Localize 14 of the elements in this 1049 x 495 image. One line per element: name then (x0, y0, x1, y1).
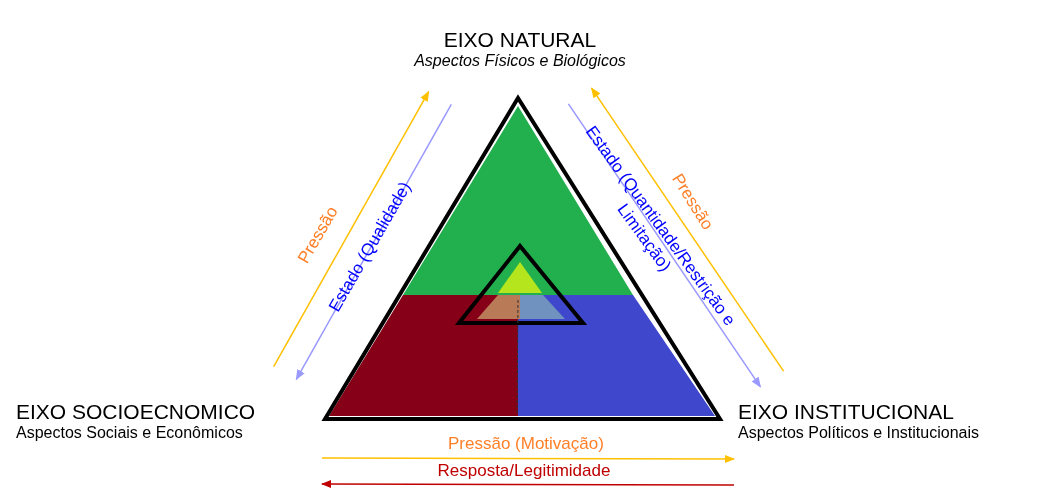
edge-label: Resposta/Legitimidade (437, 461, 611, 481)
axis-subtitle: Aspectos Políticos e Institucionais (738, 424, 980, 442)
arrow (295, 103, 453, 381)
axis-title: EIXO INSTITUCIONAL (738, 400, 955, 424)
axis-title: EIXO NATURAL (442, 28, 598, 52)
arrow (321, 454, 736, 464)
axis-subtitle: Aspectos Sociais e Econômicos (16, 424, 244, 442)
axis-title: EIXO SOCIOECNOMICO (16, 400, 257, 424)
arrow (320, 479, 735, 489)
arrow (272, 90, 430, 368)
arrow (567, 103, 762, 388)
axis-subtitle: Aspectos Físicos e Biológicos (412, 52, 627, 70)
arrow (590, 87, 785, 372)
edge-label: Pressão (Motivação) (448, 434, 604, 454)
